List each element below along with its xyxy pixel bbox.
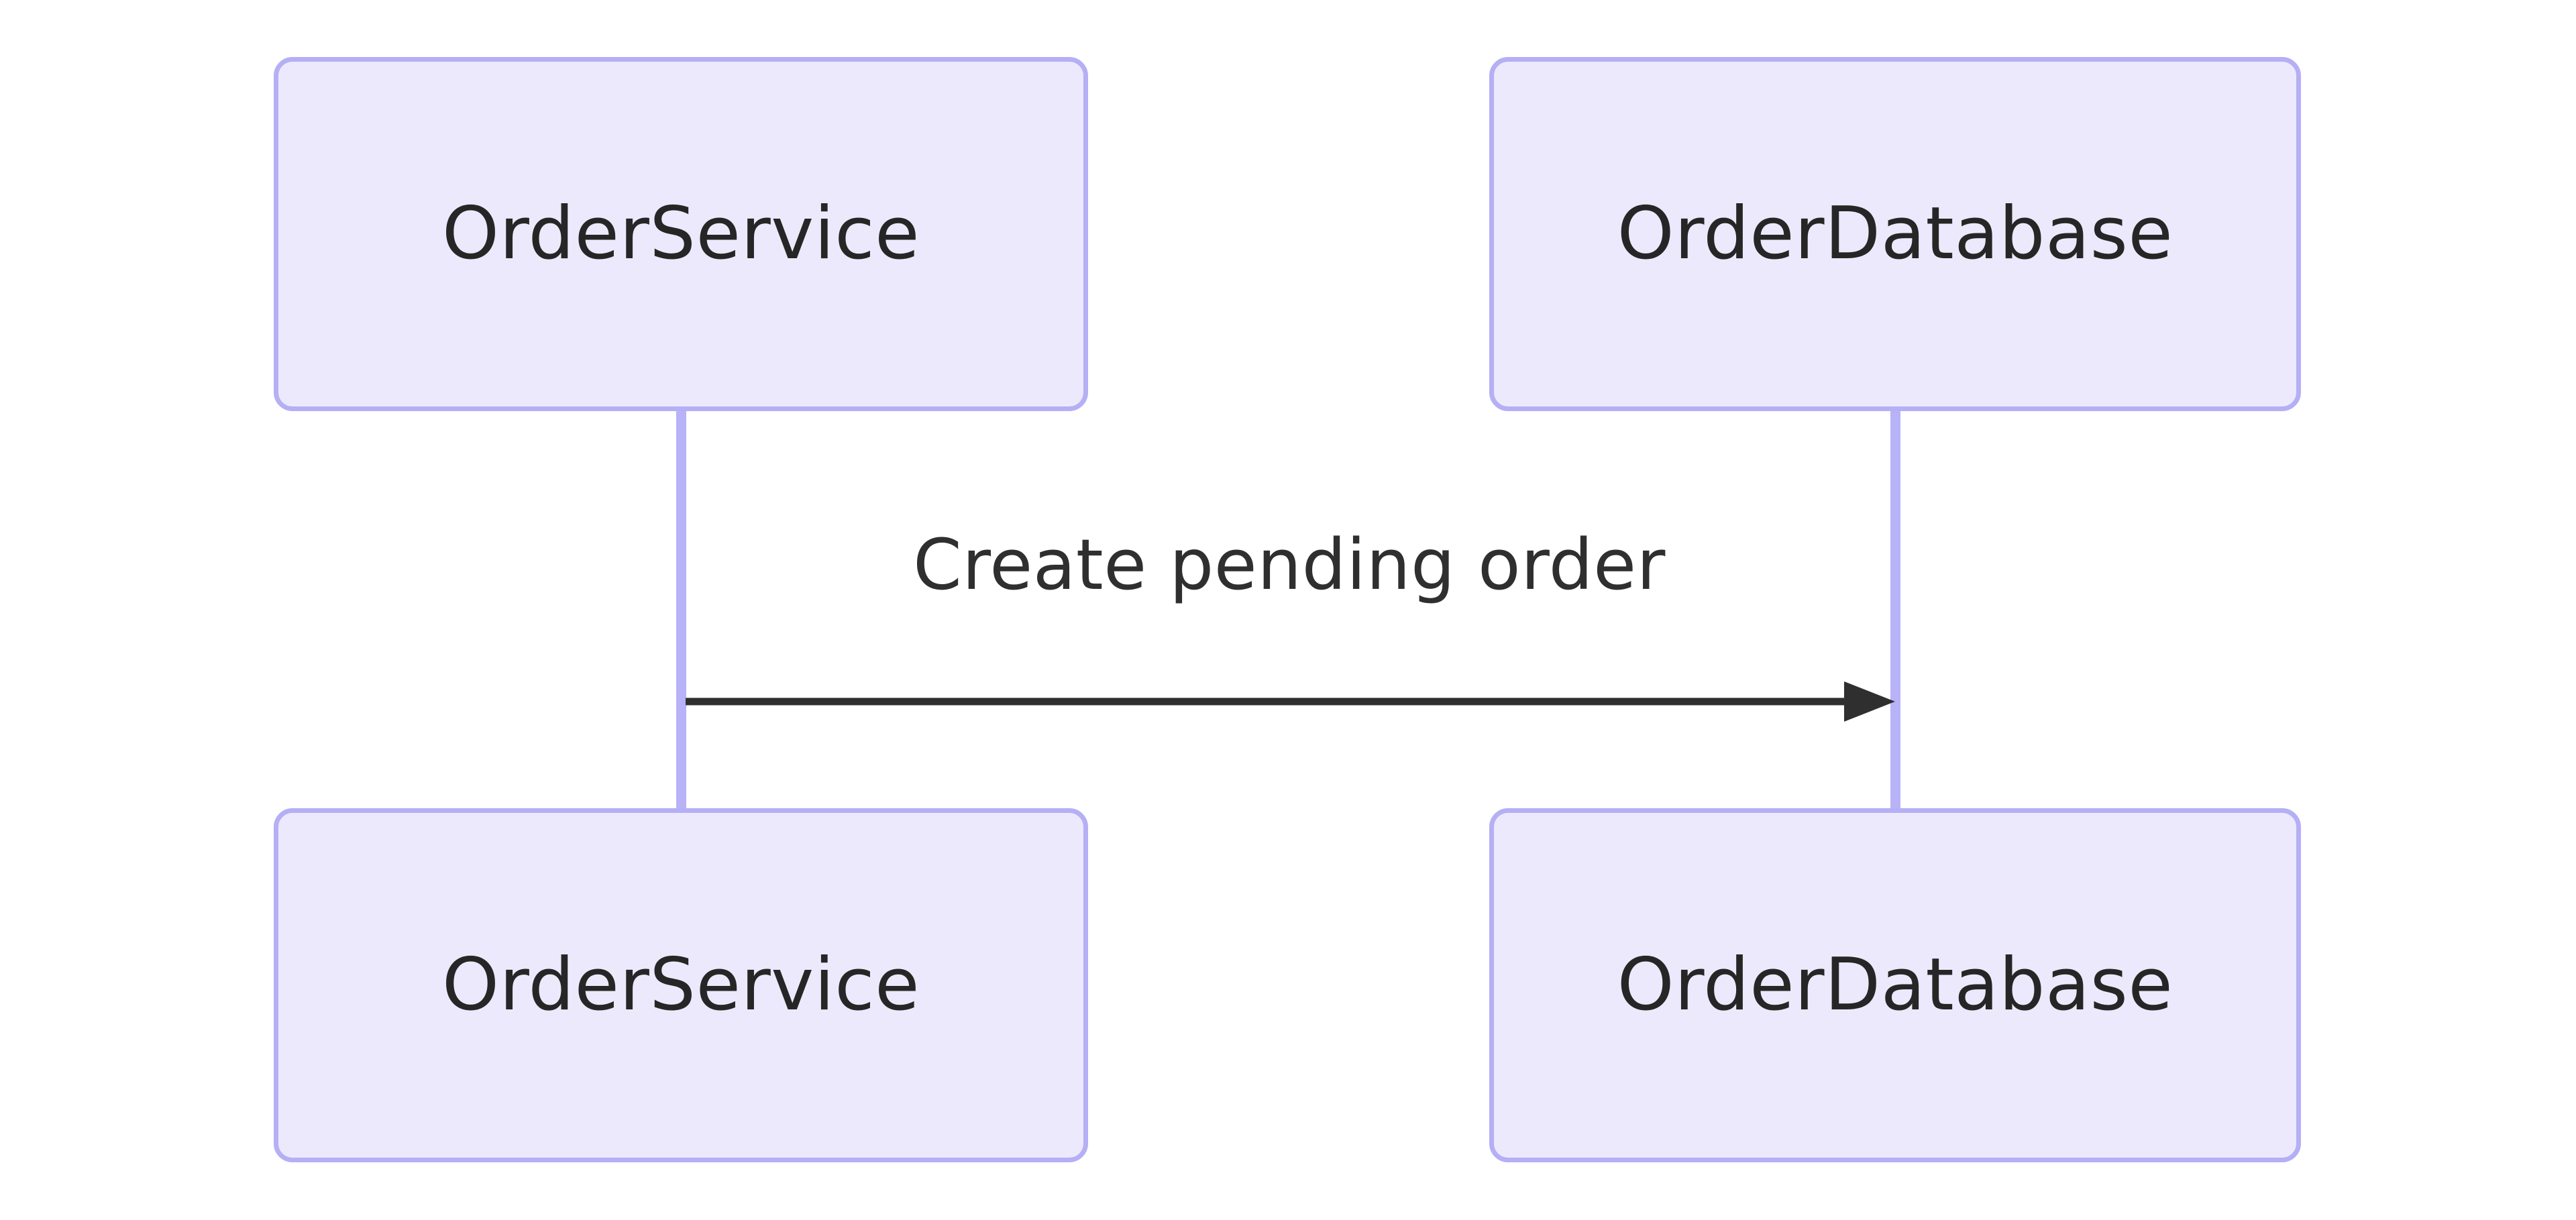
participant-header-label-order-service: OrderService bbox=[441, 192, 920, 276]
participant-header-order-database[interactable]: OrderDatabase bbox=[1489, 57, 2301, 411]
lifeline-order-database bbox=[1890, 411, 1900, 808]
participant-footer-order-database[interactable]: OrderDatabase bbox=[1489, 808, 2301, 1162]
message-arrow-create-pending-order bbox=[686, 681, 1895, 722]
message-label-create-pending-order: Create pending order bbox=[913, 524, 1666, 606]
participant-footer-label-order-database: OrderDatabase bbox=[1617, 943, 2174, 1027]
participant-header-order-service[interactable]: OrderService bbox=[274, 57, 1088, 411]
participant-footer-order-service[interactable]: OrderService bbox=[274, 808, 1088, 1162]
participant-header-label-order-database: OrderDatabase bbox=[1617, 192, 2174, 276]
lifeline-order-service bbox=[676, 411, 686, 808]
participant-footer-label-order-service: OrderService bbox=[441, 943, 920, 1027]
